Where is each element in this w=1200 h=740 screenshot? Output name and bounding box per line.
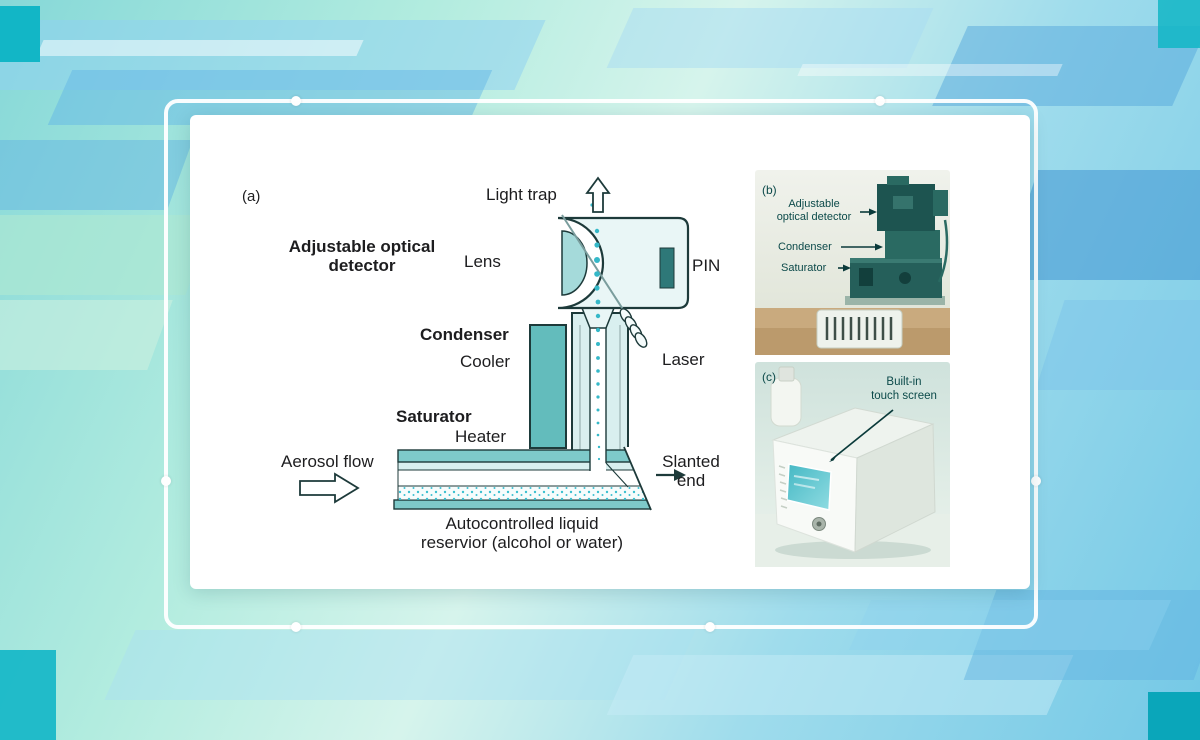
label-b-saturator: Saturator	[781, 262, 827, 274]
label-line: Slanted	[662, 452, 720, 471]
label-line: Adjustable	[788, 198, 840, 210]
bg-corner-block	[1148, 692, 1200, 740]
frame-handle	[291, 96, 301, 106]
screen-callout-arrow-icon	[829, 409, 894, 462]
label-light-trap: Light trap	[486, 185, 557, 204]
label-b-condenser: Condenser	[778, 241, 832, 253]
label-line: Adjustable optical	[288, 237, 436, 256]
label-b-adjustable-optical-detector: Adjustable optical detector	[768, 198, 860, 224]
heater-plate	[397, 449, 647, 463]
bg-shape	[0, 300, 173, 370]
label-lens: Lens	[464, 252, 501, 271]
cpc-box	[771, 407, 936, 553]
bg-shape	[36, 40, 364, 56]
label-line: Autocontrolled liquid	[445, 514, 599, 533]
frame-handle	[705, 622, 715, 632]
optical-chamber	[557, 216, 690, 310]
label-line: end	[676, 471, 706, 491]
frame-handle	[875, 96, 885, 106]
instrument-body	[845, 176, 949, 305]
label-adjustable-optical-detector: Adjustable optical detector	[262, 237, 462, 276]
panel-c-tag: (c)	[762, 370, 776, 384]
label-line: detector	[328, 256, 396, 276]
photo-panel-c	[755, 362, 950, 567]
panel-b-tag: (b)	[762, 183, 777, 197]
label-cooler: Cooler	[460, 352, 511, 371]
label-c-touch-screen: Built-in touch screen	[858, 376, 950, 403]
sample-channel	[589, 327, 629, 488]
slanted-end-cut	[623, 446, 654, 511]
frame-handle	[161, 476, 171, 486]
laser-beam	[561, 214, 648, 348]
liquid-bottle	[770, 366, 802, 427]
label-heater: Heater	[455, 427, 507, 446]
frame-handle	[291, 622, 301, 632]
panel-a-tag: (a)	[242, 188, 261, 205]
label-aerosol-flow: Aerosol flow	[281, 452, 374, 471]
label-line: reservior (alcohol or water)	[420, 533, 624, 553]
label-line: Built-in	[886, 376, 922, 388]
label-reservoir-caption: Autocontrolled liquid reservior (alcohol…	[392, 514, 652, 553]
cooler-block	[529, 324, 567, 449]
bg-shape	[104, 630, 696, 700]
photo-panel-b	[755, 170, 950, 355]
label-saturator: Saturator	[396, 407, 472, 426]
bg-corner-block	[0, 650, 56, 740]
particle-stream	[590, 203, 601, 461]
pin-detector	[659, 247, 675, 289]
bg-shape	[606, 8, 934, 68]
label-condenser: Condenser	[420, 325, 509, 344]
saturator-assembly	[393, 449, 651, 510]
lens-shape	[561, 230, 588, 296]
label-slanted-end: Slanted end	[650, 452, 732, 491]
aerosol-flow-right-arrow-icon	[299, 472, 360, 504]
schematic-panel-a	[299, 176, 690, 511]
label-line: optical detector	[776, 210, 852, 223]
callout-arrow-icons	[838, 208, 883, 272]
bg-corner-block	[0, 6, 40, 62]
label-laser: Laser	[662, 350, 705, 369]
frame-handle	[1031, 476, 1041, 486]
slanted-end-arrow-icon	[656, 469, 686, 481]
liquid-reservoir	[398, 486, 646, 500]
selection-frame	[164, 99, 1038, 629]
bg-corner-block	[1158, 0, 1200, 48]
label-line: touch screen	[871, 389, 937, 402]
label-pin: PIN	[692, 256, 721, 275]
bg-shape	[1035, 300, 1200, 390]
bg-shape	[797, 64, 1063, 76]
light-trap-up-arrow-icon	[585, 176, 611, 213]
vent-box	[816, 309, 903, 349]
